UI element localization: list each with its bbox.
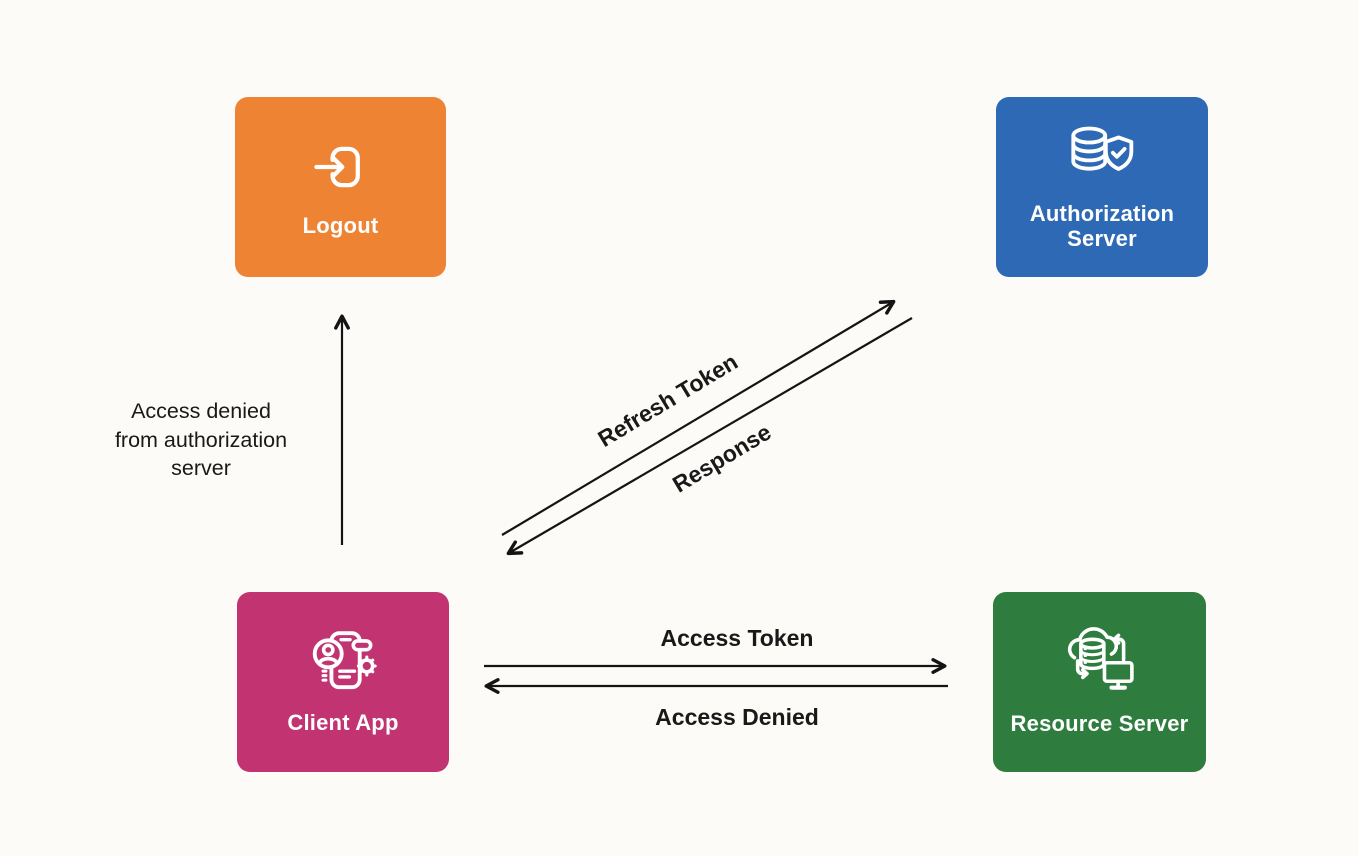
database-shield-check-icon <box>1065 122 1139 186</box>
arrow-response <box>506 317 913 556</box>
cloud-database-monitor-sync-icon <box>1063 627 1137 696</box>
node-label-authorization-server: Authorization Server <box>1029 201 1175 251</box>
edge-label-access-denied-from-auth: Access denied from authorization server <box>114 399 288 481</box>
edge-label-access-denied: Access Denied <box>655 704 819 730</box>
edge-label-access-token: Access Token <box>660 625 814 651</box>
node-authorization-server: Authorization Server <box>996 97 1208 277</box>
node-label-resource-server: Resource Server <box>1010 711 1189 737</box>
mobile-app-user-gear-icon <box>307 628 379 695</box>
node-label-logout: Logout <box>302 212 379 238</box>
arrow-refresh-token <box>501 299 896 536</box>
logout-icon <box>308 136 374 198</box>
node-client-app: Client App <box>237 592 449 772</box>
node-label-client-app: Client App <box>287 710 399 736</box>
edge-label-response: Response <box>667 418 776 498</box>
node-logout: Logout <box>235 97 446 277</box>
node-resource-server: Resource Server <box>993 592 1206 772</box>
